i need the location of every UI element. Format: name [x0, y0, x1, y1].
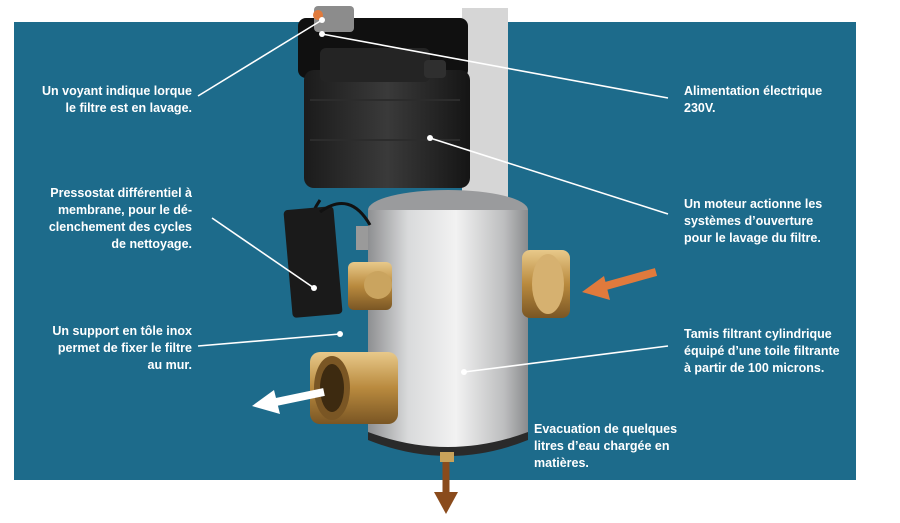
- upper-fitting: [348, 262, 392, 310]
- inlet-arrow-icon: [582, 268, 658, 300]
- leader-screen: [463, 345, 669, 373]
- filter-body: [368, 190, 528, 462]
- leader-motor: [429, 137, 669, 215]
- outlet-arrow-icon: [252, 388, 325, 414]
- leader-lines: [197, 19, 669, 373]
- leader-pressostat: [211, 217, 315, 289]
- indicator-lamp: [313, 6, 354, 32]
- outlet-fitting: [310, 352, 398, 424]
- drain-arrow-icon: [434, 462, 458, 514]
- leader-support: [197, 333, 341, 347]
- inlet-fitting: [522, 250, 570, 318]
- pressostat: [283, 202, 372, 318]
- motor-housing: [298, 18, 470, 188]
- leader-indicator: [197, 19, 323, 97]
- leader-power: [321, 33, 669, 99]
- leader-dots: [311, 17, 467, 375]
